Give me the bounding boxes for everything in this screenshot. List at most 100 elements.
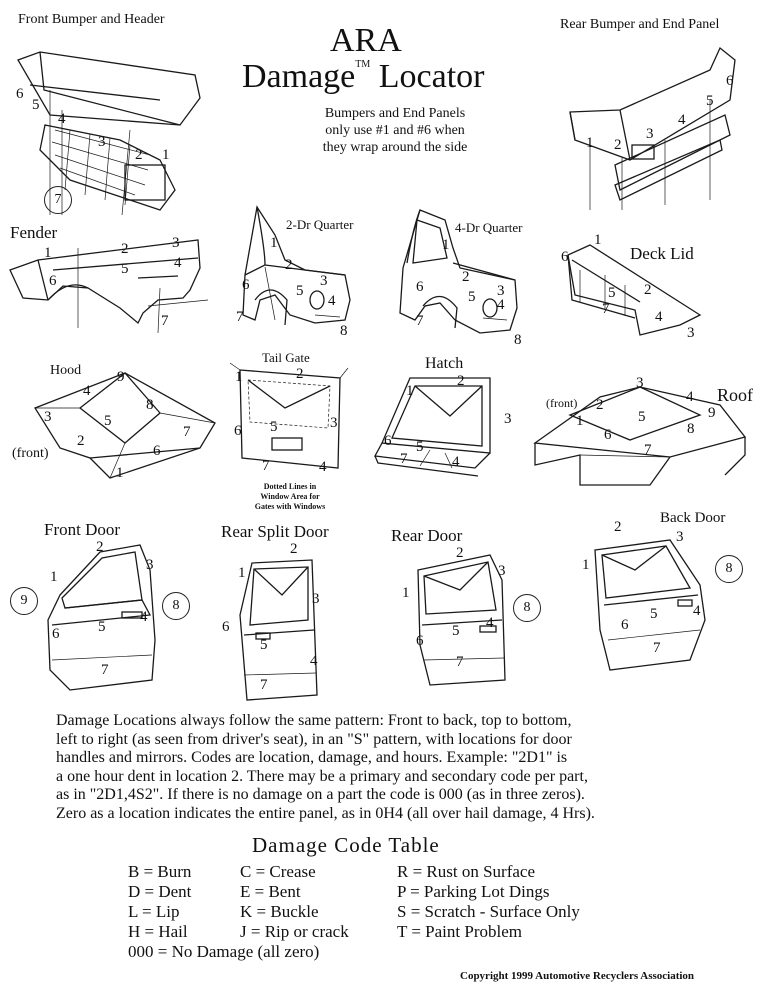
code-entry: T = Paint Problem — [397, 922, 522, 942]
quarter-4dr-num: 4 — [497, 298, 505, 313]
note-line: they wrap around the side — [300, 140, 490, 156]
rear-door-label: Rear Door — [391, 526, 462, 546]
code-table-footer: 000 = No Damage (all zero) — [128, 942, 319, 962]
tail-gate-num: 7 — [262, 459, 270, 474]
front-door-num: 2 — [96, 540, 104, 555]
hatch-drawing — [370, 368, 510, 488]
description-line: left to right (as seen from driver's sea… — [56, 731, 696, 750]
tail-gate-num: 2 — [296, 367, 304, 382]
description-line: as in "2D1,4S2". If there is no damage o… — [56, 786, 696, 805]
quarter-4dr-num: 8 — [514, 333, 522, 348]
quarter-4dr-num: 5 — [468, 290, 476, 305]
code-entry: J = Rip or crack — [240, 922, 349, 942]
quarter-2dr-num: 7 — [236, 310, 244, 325]
rear-split-door-drawing — [232, 555, 327, 705]
tail-gate-note-line: Dotted Lines in — [240, 482, 340, 492]
front-door-num: 1 — [50, 570, 58, 585]
code-entry: P = Parking Lot Dings — [397, 882, 550, 902]
hood-drawing — [30, 368, 220, 483]
fender-num: 5 — [121, 262, 129, 277]
hatch-num: 2 — [457, 374, 465, 389]
hood-num: 1 — [116, 466, 124, 481]
tail-gate-num: 6 — [234, 424, 242, 439]
roof-num: 2 — [596, 398, 604, 413]
front-bumper-num: 4 — [58, 112, 66, 127]
rear-door-num: 7 — [456, 655, 464, 670]
quarter-2dr-num: 2 — [285, 258, 293, 273]
tail-gate-num: 1 — [235, 370, 243, 385]
fender-num: 3 — [172, 236, 180, 251]
rear-bumper-drawing — [560, 40, 740, 210]
fender-num: 6 — [49, 274, 57, 289]
rear-door-circle-num: 8 — [513, 594, 541, 622]
roof-num: 1 — [576, 414, 584, 429]
rear-split-door-num: 2 — [290, 542, 298, 557]
code-entry: K = Buckle — [240, 902, 319, 922]
front-door-num: 6 — [52, 627, 60, 642]
description-line: Damage Locations always follow the same … — [56, 712, 696, 731]
roof-num: 3 — [636, 376, 644, 391]
hood-num: 2 — [77, 434, 85, 449]
code-entry: H = Hail — [128, 922, 188, 942]
rear-door-num: 3 — [498, 564, 506, 579]
description-line: handles and mirrors. Codes are location,… — [56, 749, 696, 768]
back-door-num: 6 — [621, 618, 629, 633]
fender-num: 1 — [44, 246, 52, 261]
back-door-num: 4 — [693, 604, 701, 619]
code-entry: E = Bent — [240, 882, 301, 902]
back-door-circle-num: 8 — [715, 555, 743, 583]
front-door-num: 3 — [146, 558, 154, 573]
code-entry: C = Crease — [240, 862, 316, 882]
front-door-circle-num: 8 — [162, 592, 190, 620]
code-entry: S = Scratch - Surface Only — [397, 902, 580, 922]
code-entry: L = Lip — [128, 902, 179, 922]
hatch-num: 5 — [416, 440, 424, 455]
quarter-2dr-num: 5 — [296, 284, 304, 299]
hatch-num: 6 — [384, 434, 392, 449]
back-door-num: 1 — [582, 558, 590, 573]
hood-num: 3 — [44, 410, 52, 425]
hatch-num: 7 — [400, 452, 408, 467]
back-door-label: Back Door — [660, 510, 725, 527]
front-bumper-num: 3 — [98, 135, 106, 150]
rear-bumper-num: 4 — [678, 113, 686, 128]
rear-door-num: 5 — [452, 624, 460, 639]
roof-num: 8 — [687, 422, 695, 437]
roof-num: 4 — [686, 390, 694, 405]
front-door-num: 7 — [101, 663, 109, 678]
front-door-num: 5 — [98, 620, 106, 635]
quarter-2dr-num: 3 — [320, 274, 328, 289]
fender-num: 4 — [174, 256, 182, 271]
quarter-2dr-num: 8 — [340, 324, 348, 339]
fender-num: 2 — [121, 242, 129, 257]
deck-lid-num: 2 — [644, 283, 652, 298]
rear-door-num: 1 — [402, 586, 410, 601]
quarter-4dr-drawing — [395, 208, 525, 343]
rear-split-door-num: 6 — [222, 620, 230, 635]
roof-num: 7 — [644, 443, 652, 458]
description-line: a one hour dent in location 2. There may… — [56, 768, 696, 787]
front-bumper-num: 2 — [135, 148, 143, 163]
quarter-2dr-drawing — [235, 205, 355, 340]
page-subtitle: DamageTM Locator — [242, 58, 485, 96]
front-bumper-num: 6 — [16, 87, 24, 102]
back-door-num: 7 — [653, 641, 661, 656]
rear-split-door-num: 7 — [260, 678, 268, 693]
fender-drawing — [8, 228, 213, 338]
rear-door-num: 2 — [456, 546, 464, 561]
tail-gate-num: 5 — [270, 420, 278, 435]
note-line: only use #1 and #6 when — [300, 123, 490, 139]
description: Damage Locations always follow the same … — [56, 712, 696, 824]
tail-gate-num: 3 — [330, 416, 338, 431]
fender-num: 7 — [161, 314, 169, 329]
front-bumper-drawing — [10, 30, 210, 220]
roof-drawing — [530, 375, 760, 490]
hatch-num: 4 — [452, 455, 460, 470]
rear-bumper-num: 6 — [726, 74, 734, 89]
deck-lid-num: 6 — [561, 250, 569, 265]
page-title: ARA — [330, 22, 402, 60]
hood-num: 8 — [146, 398, 154, 413]
tail-gate-note-line: Gates with Windows — [240, 502, 340, 512]
back-door-num: 5 — [650, 607, 658, 622]
rear-bumper-num: 1 — [586, 136, 594, 151]
